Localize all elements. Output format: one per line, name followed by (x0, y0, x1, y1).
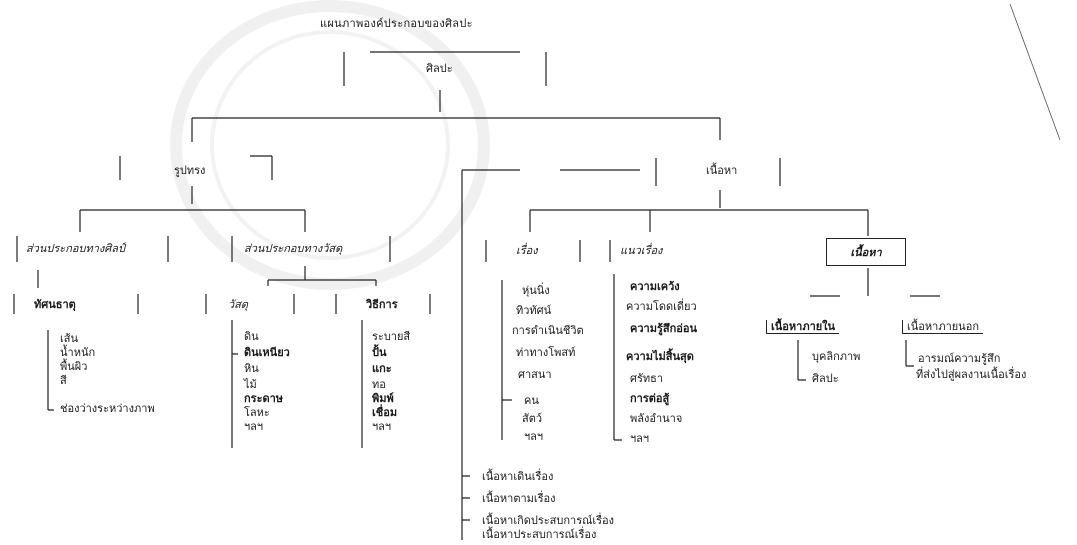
technique-item: เชื่อม (372, 406, 398, 419)
technique-item: ฯลฯ (372, 420, 392, 433)
technique-item: พิมพ์ (372, 392, 394, 405)
theme-item: ความโดดเดี่ยว (626, 300, 697, 313)
visual-item: น้ำหนัก (60, 346, 96, 359)
material-kinds-node: วัสดุ (228, 298, 249, 311)
visual-elements-sub: ทัศนธาตุ (34, 298, 76, 311)
technique-item: ทอ (372, 378, 386, 391)
visual-elements-node: ส่วนประกอบทางศิลป์ (26, 242, 125, 255)
subject-item: หุ่นนิ่ง (522, 284, 550, 297)
inner-item: บุคลิกภาพ (812, 350, 861, 363)
visual-item: เส้น (60, 332, 78, 345)
form-node: รูปทรง (174, 164, 206, 177)
subject-item: ศาสนา (518, 368, 552, 381)
material-item: ดินเหนียว (244, 346, 290, 359)
material-item: โลหะ (244, 406, 270, 419)
diagram-title: แผนภาพองค์ประกอบของศิลปะ (320, 17, 473, 30)
techniques-node: วิธีการ (366, 298, 398, 311)
theme-item: พลังอำนาจ (630, 412, 683, 425)
technique-item: ระบายสี (372, 330, 411, 343)
outer-item: ที่ส่งไปสู่ผลงานเนื้อเรื่อง (916, 368, 1027, 381)
content-type-item: เนื้อหาประสบการณ์เรื่อง (482, 528, 597, 541)
visual-item: ช่องว่างระหว่างภาพ (60, 402, 155, 415)
material-item: ฯลฯ (244, 420, 264, 433)
subject-item: คน (524, 394, 539, 407)
content-node: เนื้อหา (706, 164, 738, 177)
visual-item: พื้นผิว (60, 360, 88, 373)
inner-substance-node: เนื้อหาภายใน (766, 320, 840, 334)
technique-item: แกะ (372, 362, 392, 375)
subject-item: ฯลฯ (524, 430, 544, 443)
inner-item: ศิลปะ (812, 372, 839, 385)
content-type-item: เนื้อหาตามเรื่อง (482, 492, 556, 505)
theme-item: การต่อสู้ (630, 392, 670, 405)
watermark-seal-inner (210, 30, 450, 260)
subject-item: สัตว์ (522, 412, 543, 425)
theme-item: ความรู้สึกอ่อน (630, 322, 697, 335)
outer-substance-node: เนื้อหาภายนอก (902, 320, 983, 334)
root-node: ศิลปะ (426, 62, 453, 75)
theme-item: ศรัทธา (630, 372, 664, 385)
subject-item: ท่าทางโพสท์ (516, 346, 576, 359)
visual-item: สี (60, 374, 67, 387)
materials-node: ส่วนประกอบทางวัสดุ (244, 242, 343, 255)
material-item: กระดาษ (244, 392, 284, 405)
material-item: ดิน (244, 330, 259, 343)
content-type-item: เนื้อหาเดินเรื่อง (482, 470, 554, 483)
material-item: ไม้ (244, 378, 257, 391)
theme-item: ฯลฯ (630, 432, 650, 445)
theme-item: ความไม่สิ้นสุด (626, 350, 694, 363)
subject-item: การดำเนินชีวิต (512, 324, 584, 337)
material-item: หิน (244, 362, 259, 375)
theme-item: ความเคว้ง (630, 280, 680, 293)
content-type-item: เนื้อหาเกิดประสบการณ์เรื่อง (482, 514, 614, 527)
technique-item: ปั้น (372, 346, 387, 359)
substance-node: เนื้อหา (826, 238, 906, 266)
subject-item: ทิวทัศน์ (516, 304, 552, 317)
outer-item: อารมณ์ความรู้สึก (918, 352, 1001, 365)
subject-node: เรื่อง (516, 244, 538, 257)
theme-node: แนวเรื่อง (620, 244, 663, 257)
